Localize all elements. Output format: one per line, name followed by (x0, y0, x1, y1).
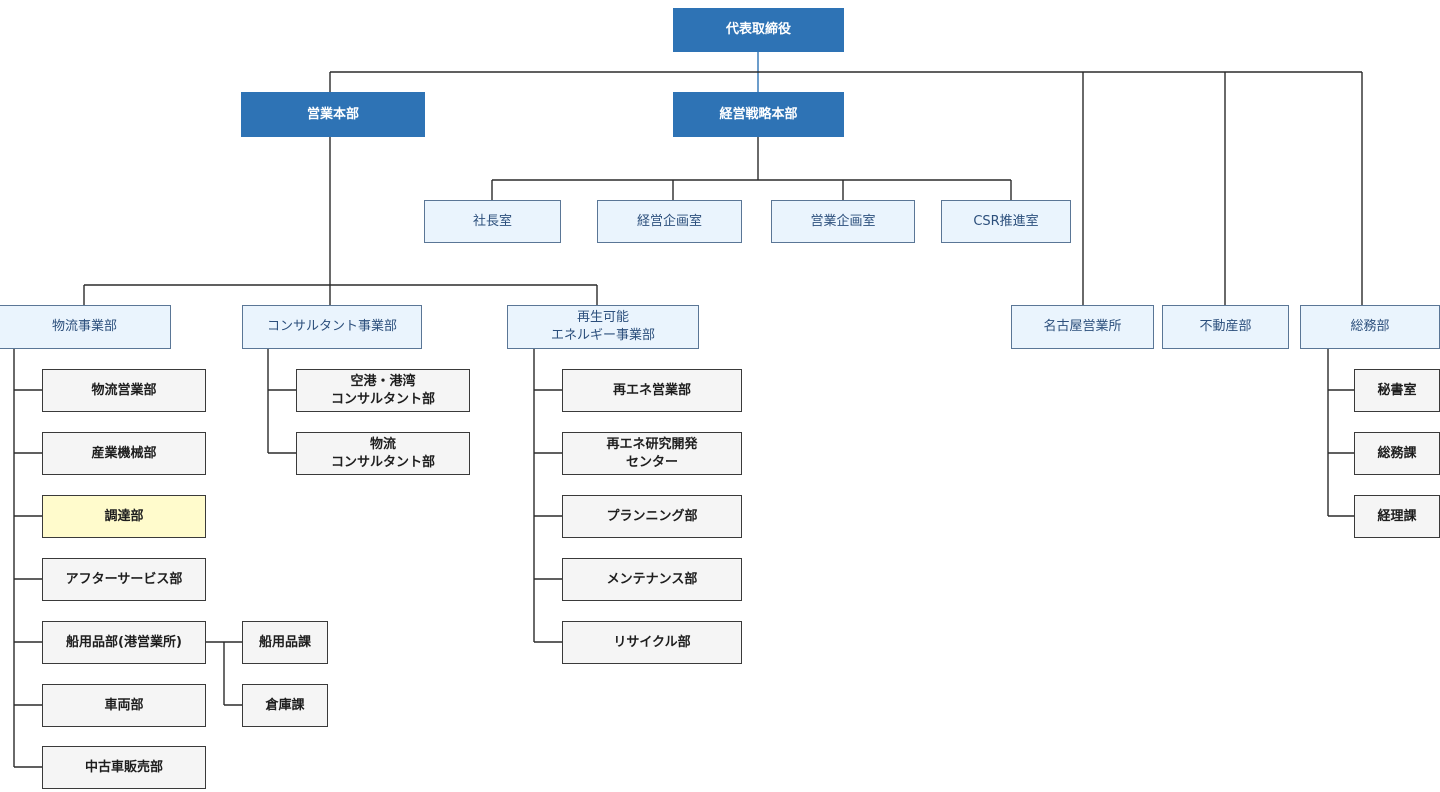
used-car-sales-box: 中古車販売部 (42, 746, 206, 789)
nagoya-office-box: 名古屋営業所 (1011, 305, 1154, 349)
industrial-machinery-box: 産業機械部 (42, 432, 206, 475)
management-planning-box: 経営企画室 (597, 200, 742, 243)
warehouse-section-box: 倉庫課 (242, 684, 328, 727)
logistics-sales-box: 物流営業部 (42, 369, 206, 412)
general-affairs-box: 総務部 (1300, 305, 1440, 349)
sales-hq-box: 営業本部 (241, 92, 425, 137)
csr-box: CSR推進室 (941, 200, 1071, 243)
marine-supplies-box: 船用品部(港営業所) (42, 621, 206, 664)
logistics-division-box: 物流事業部 (0, 305, 171, 349)
sales-planning-box: 営業企画室 (771, 200, 915, 243)
marine-supplies-section-box: 船用品課 (242, 621, 328, 664)
accounting-box: 経理課 (1354, 495, 1440, 538)
strategy-hq-box: 経営戦略本部 (673, 92, 844, 137)
general-affairs-section-box: 総務課 (1354, 432, 1440, 475)
renewable-sales-box: 再エネ営業部 (562, 369, 742, 412)
vehicles-box: 車両部 (42, 684, 206, 727)
logistics-consulting-box: 物流 コンサルタント部 (296, 432, 470, 475)
consulting-division-box: コンサルタント事業部 (242, 305, 422, 349)
procurement-box: 調達部 (42, 495, 206, 538)
ceo-box: 代表取締役 (673, 8, 844, 52)
renewable-rd-box: 再エネ研究開発 センター (562, 432, 742, 475)
secretary-box: 秘書室 (1354, 369, 1440, 412)
president-office-box: 社長室 (424, 200, 561, 243)
planning-box: プランニング部 (562, 495, 742, 538)
real-estate-box: 不動産部 (1162, 305, 1289, 349)
renewable-division-box: 再生可能 エネルギー事業部 (507, 305, 699, 349)
after-service-box: アフターサービス部 (42, 558, 206, 601)
recycling-box: リサイクル部 (562, 621, 742, 664)
airport-port-consulting-box: 空港・港湾 コンサルタント部 (296, 369, 470, 412)
maintenance-box: メンテナンス部 (562, 558, 742, 601)
